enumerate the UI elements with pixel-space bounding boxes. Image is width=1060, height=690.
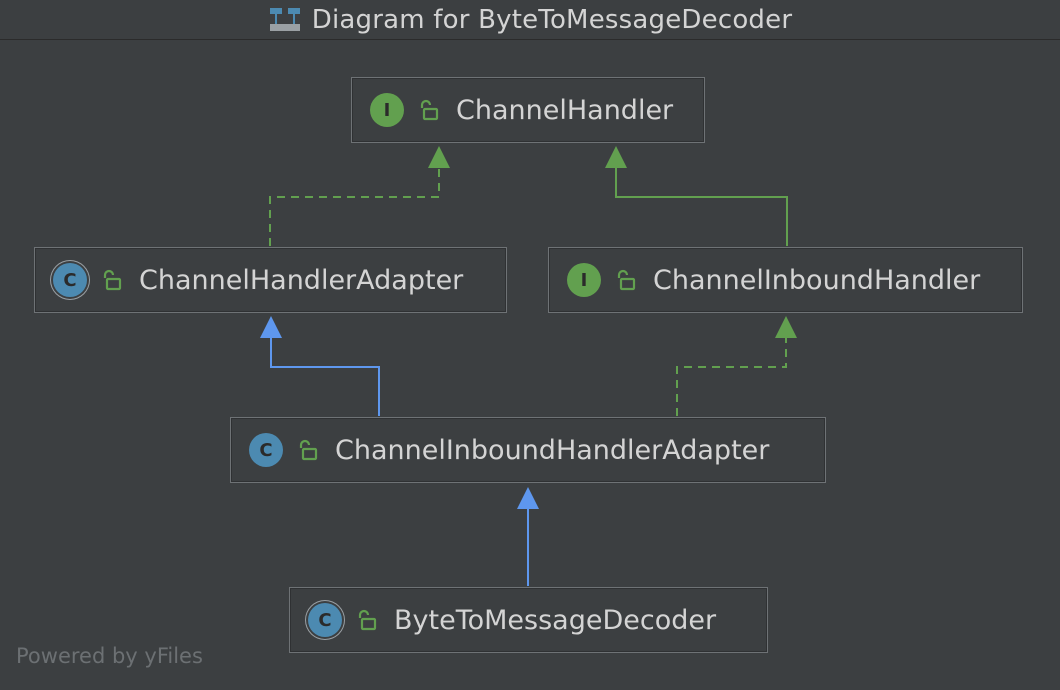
edge-inbound-adapter-to-handler-adapter bbox=[260, 316, 380, 416]
node-label: ChannelInboundHandlerAdapter bbox=[335, 434, 770, 466]
node-label: ChannelHandler bbox=[456, 94, 674, 126]
class-diagram-icon bbox=[269, 8, 300, 31]
edge-inbound-adapter-to-inbound-handler bbox=[676, 316, 797, 416]
powered-by-label: Powered by yFiles bbox=[16, 644, 203, 668]
unlocked-icon bbox=[358, 609, 377, 631]
edge-channel-handler-adapter-to-channel-handler bbox=[269, 146, 450, 246]
title-bar: Diagram for ByteToMessageDecoder bbox=[0, 0, 1060, 40]
abstract-class-icon: C bbox=[308, 603, 342, 637]
window-title: Diagram for ByteToMessageDecoder bbox=[311, 5, 793, 35]
edge-decoder-to-inbound-adapter bbox=[517, 487, 539, 586]
diagram-canvas[interactable] bbox=[0, 40, 1060, 690]
node-channel-inbound-handler-adapter[interactable]: C ChannelInboundHandlerAdapter bbox=[230, 417, 826, 483]
unlocked-icon bbox=[299, 439, 318, 461]
unlocked-icon bbox=[103, 269, 122, 291]
interface-icon: I bbox=[567, 263, 601, 297]
node-label: ChannelHandlerAdapter bbox=[139, 264, 464, 296]
node-channel-handler[interactable]: I ChannelHandler bbox=[351, 77, 705, 143]
unlocked-icon bbox=[617, 269, 636, 291]
node-channel-inbound-handler[interactable]: I ChannelInboundHandler bbox=[548, 247, 1023, 313]
class-icon: C bbox=[249, 433, 283, 467]
abstract-class-icon: C bbox=[53, 263, 87, 297]
node-label: ByteToMessageDecoder bbox=[394, 604, 717, 636]
node-label: ChannelInboundHandler bbox=[653, 264, 981, 296]
unlocked-icon bbox=[420, 99, 439, 121]
edge-channel-inbound-handler-to-channel-handler bbox=[605, 146, 788, 246]
node-byte-to-message-decoder[interactable]: C ByteToMessageDecoder bbox=[289, 587, 768, 653]
title-wrap: Diagram for ByteToMessageDecoder bbox=[0, 0, 1060, 40]
interface-icon: I bbox=[370, 93, 404, 127]
node-channel-handler-adapter[interactable]: C ChannelHandlerAdapter bbox=[34, 247, 507, 313]
